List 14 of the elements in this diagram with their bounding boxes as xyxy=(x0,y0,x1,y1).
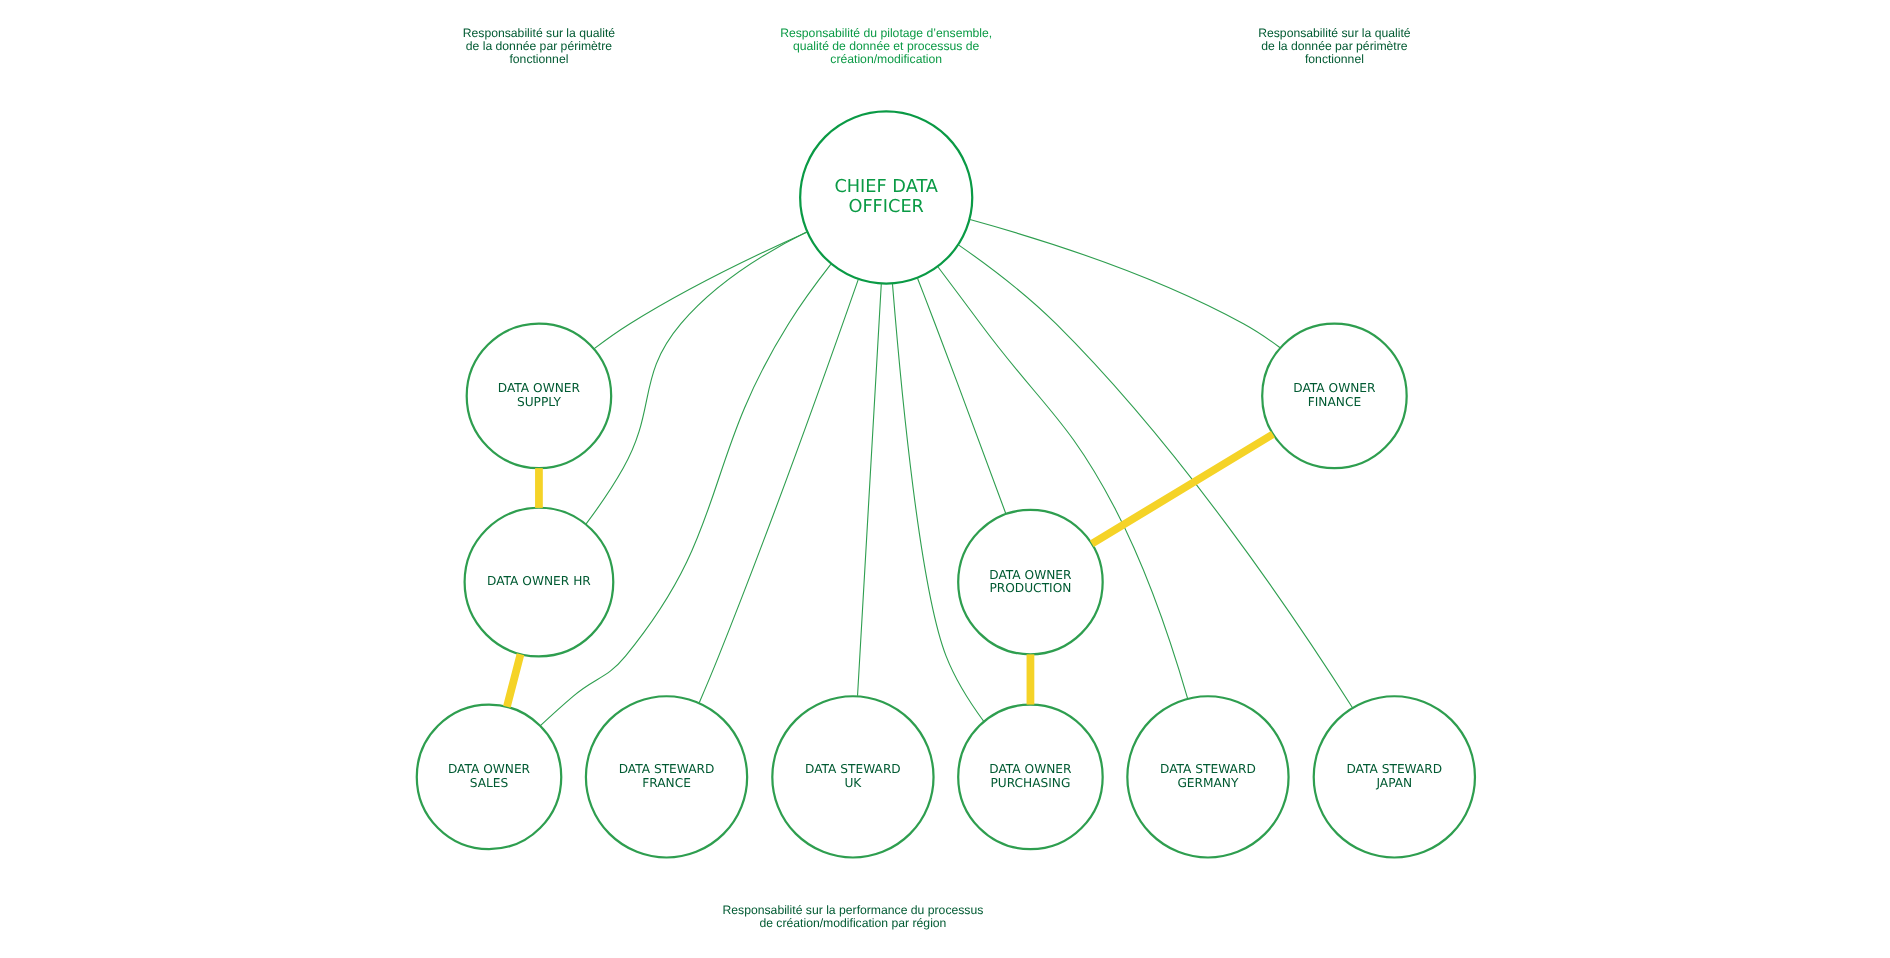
connector xyxy=(956,243,1353,708)
connector xyxy=(1025,653,1034,704)
connector xyxy=(915,276,1006,514)
connector xyxy=(968,218,1280,348)
connector xyxy=(534,467,542,507)
connector xyxy=(502,652,524,707)
connector xyxy=(697,277,858,703)
connector xyxy=(890,282,984,722)
connector xyxy=(584,230,807,524)
connector xyxy=(1088,429,1274,547)
connector xyxy=(936,265,1188,699)
connector xyxy=(856,282,881,696)
node-circle: CHIEF DATA OFFICER xyxy=(798,109,973,284)
connector xyxy=(538,262,831,726)
